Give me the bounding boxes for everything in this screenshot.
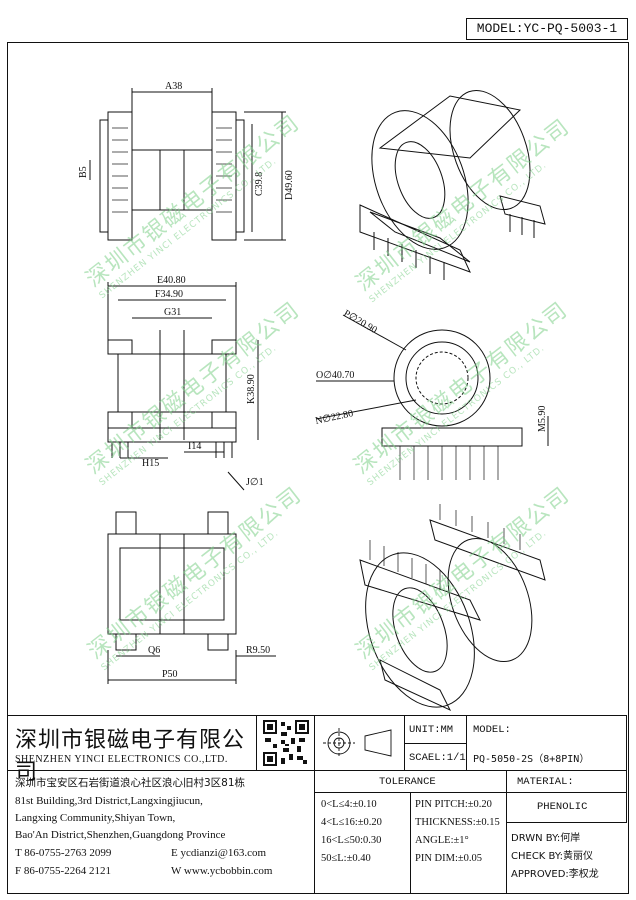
dim-d: D49.60 — [284, 170, 295, 200]
view-isometric-bottom — [359, 504, 546, 712]
dim-a: A38 — [165, 81, 182, 92]
dim-k: K38.90 — [246, 374, 257, 404]
company-cell: 深圳市银磁电子有限公司 SHENZHEN YINCI ELECTRONICS C… — [7, 716, 257, 785]
view-side-elevation — [107, 511, 276, 684]
company-name-cn: 深圳市银磁电子有限公司 — [15, 728, 246, 785]
tol-left-1: 0<L≤4:±0.10 — [321, 799, 377, 810]
view-front-elevation — [107, 282, 259, 491]
tol-left-2: 4<L≤16:±0.20 — [321, 817, 382, 828]
material-value-cell: PHENOLIC — [507, 793, 627, 823]
tol-left-4: 50≤L:±0.40 — [321, 853, 371, 864]
technical-drawing: A38 B5 C39.8 D49.60 E40.80 F34.90 G31 K3… — [78, 81, 549, 712]
dim-o: O∅40.70 — [316, 370, 354, 381]
dim-i: I14 — [188, 441, 201, 452]
model-number-header: MODEL:YC-PQ-5003-1 — [466, 18, 628, 40]
drawn-by: DRWN BY:何岸 — [511, 833, 581, 844]
address-cell: 深圳市宝安区石岩街道浪心社区浪心旧村3区81栋 81st Building,3r… — [7, 771, 315, 893]
dim-p: P50 — [162, 669, 178, 680]
dim-h: H15 — [142, 458, 159, 469]
material-value: PHENOLIC — [537, 801, 588, 813]
tolerance-title: TOLERANCE — [379, 776, 436, 788]
model-value: PQ-5050-2S（8+8PIN） — [473, 754, 590, 765]
tol-left-3: 16<L≤50:0.30 — [321, 835, 382, 846]
tol-right-1: PIN PITCH:±0.20 — [415, 799, 492, 810]
website: W www.ycbobbin.com — [171, 865, 273, 877]
drawing-frame — [7, 42, 629, 894]
dim-n: N∅22.80 — [314, 408, 354, 427]
tolerance-right-cell: PIN PITCH:±0.20 THICKNESS:±0.15 ANGLE:±1… — [411, 793, 507, 893]
dim-e: E40.80 — [157, 275, 186, 286]
approved-by: APPROVED:李权龙 — [511, 869, 599, 880]
fax: F 86-0755-2264 2121 — [15, 865, 111, 877]
address-line-2: 81st Building,3rd District,Langxingjiucu… — [15, 795, 203, 807]
qr-code-icon — [263, 720, 309, 766]
qr-code-cell — [257, 716, 315, 771]
projection-symbol-icon — [323, 728, 392, 758]
view-top-elevation — [89, 88, 286, 241]
checked-by: CHECK BY:黄丽仪 — [511, 851, 594, 862]
dim-m: M5.90 — [537, 406, 548, 432]
dim-q: Q6 — [148, 645, 160, 656]
tol-right-4: PIN DIM:±0.05 — [415, 853, 483, 864]
material-label-cell: MATERIAL: — [507, 771, 627, 793]
address-line-4: Bao'An District,Shenzhen,Guangdong Provi… — [15, 829, 226, 841]
scale-label: SCAEL:1/1 — [409, 752, 466, 764]
dim-g: G31 — [164, 307, 181, 318]
address-line-1: 深圳市宝安区石岩街道浪心社区浪心旧村3区81栋 — [15, 777, 246, 789]
dim-f: F34.90 — [155, 289, 183, 300]
tolerance-left-cell: 0<L≤4:±0.10 4<L≤16:±0.20 16<L≤50:0.30 50… — [315, 793, 411, 893]
dim-c: C39.8 — [254, 172, 265, 196]
unit-cell: UNIT:MM — [405, 716, 467, 744]
tol-right-2: THICKNESS:±0.15 — [415, 817, 500, 828]
tolerance-header-cell: TOLERANCE — [315, 771, 507, 793]
view-front-section — [315, 314, 549, 480]
dim-j: J∅1 — [246, 477, 264, 488]
dim-r: R9.50 — [246, 645, 270, 656]
scale-cell: SCAEL:1/1 — [405, 744, 467, 771]
address-line-3: Langxing Community,Shiyan Town, — [15, 812, 176, 824]
dim-pv: P∅20.90 — [342, 308, 379, 336]
email: E ycdianzi@163.com — [171, 847, 267, 859]
model-label: MODEL: — [473, 724, 511, 736]
signature-cell: DRWN BY:何岸 CHECK BY:黄丽仪 APPROVED:李权龙 — [507, 823, 627, 893]
projection-symbol-cell — [315, 716, 405, 771]
unit-label: UNIT:MM — [409, 724, 454, 736]
dim-b: B5 — [78, 166, 89, 178]
model-cell: MODEL: PQ-5050-2S（8+8PIN） — [467, 716, 627, 771]
view-isometric-top — [359, 89, 546, 280]
title-block: 深圳市银磁电子有限公司 SHENZHEN YINCI ELECTRONICS C… — [7, 715, 627, 893]
tol-right-3: ANGLE:±1° — [415, 835, 469, 846]
tel: T 86-0755-2763 2099 — [15, 847, 112, 859]
company-name-en: SHENZHEN YINCI ELECTRONICS CO.,LTD. — [15, 754, 228, 765]
material-label: MATERIAL: — [517, 776, 574, 788]
